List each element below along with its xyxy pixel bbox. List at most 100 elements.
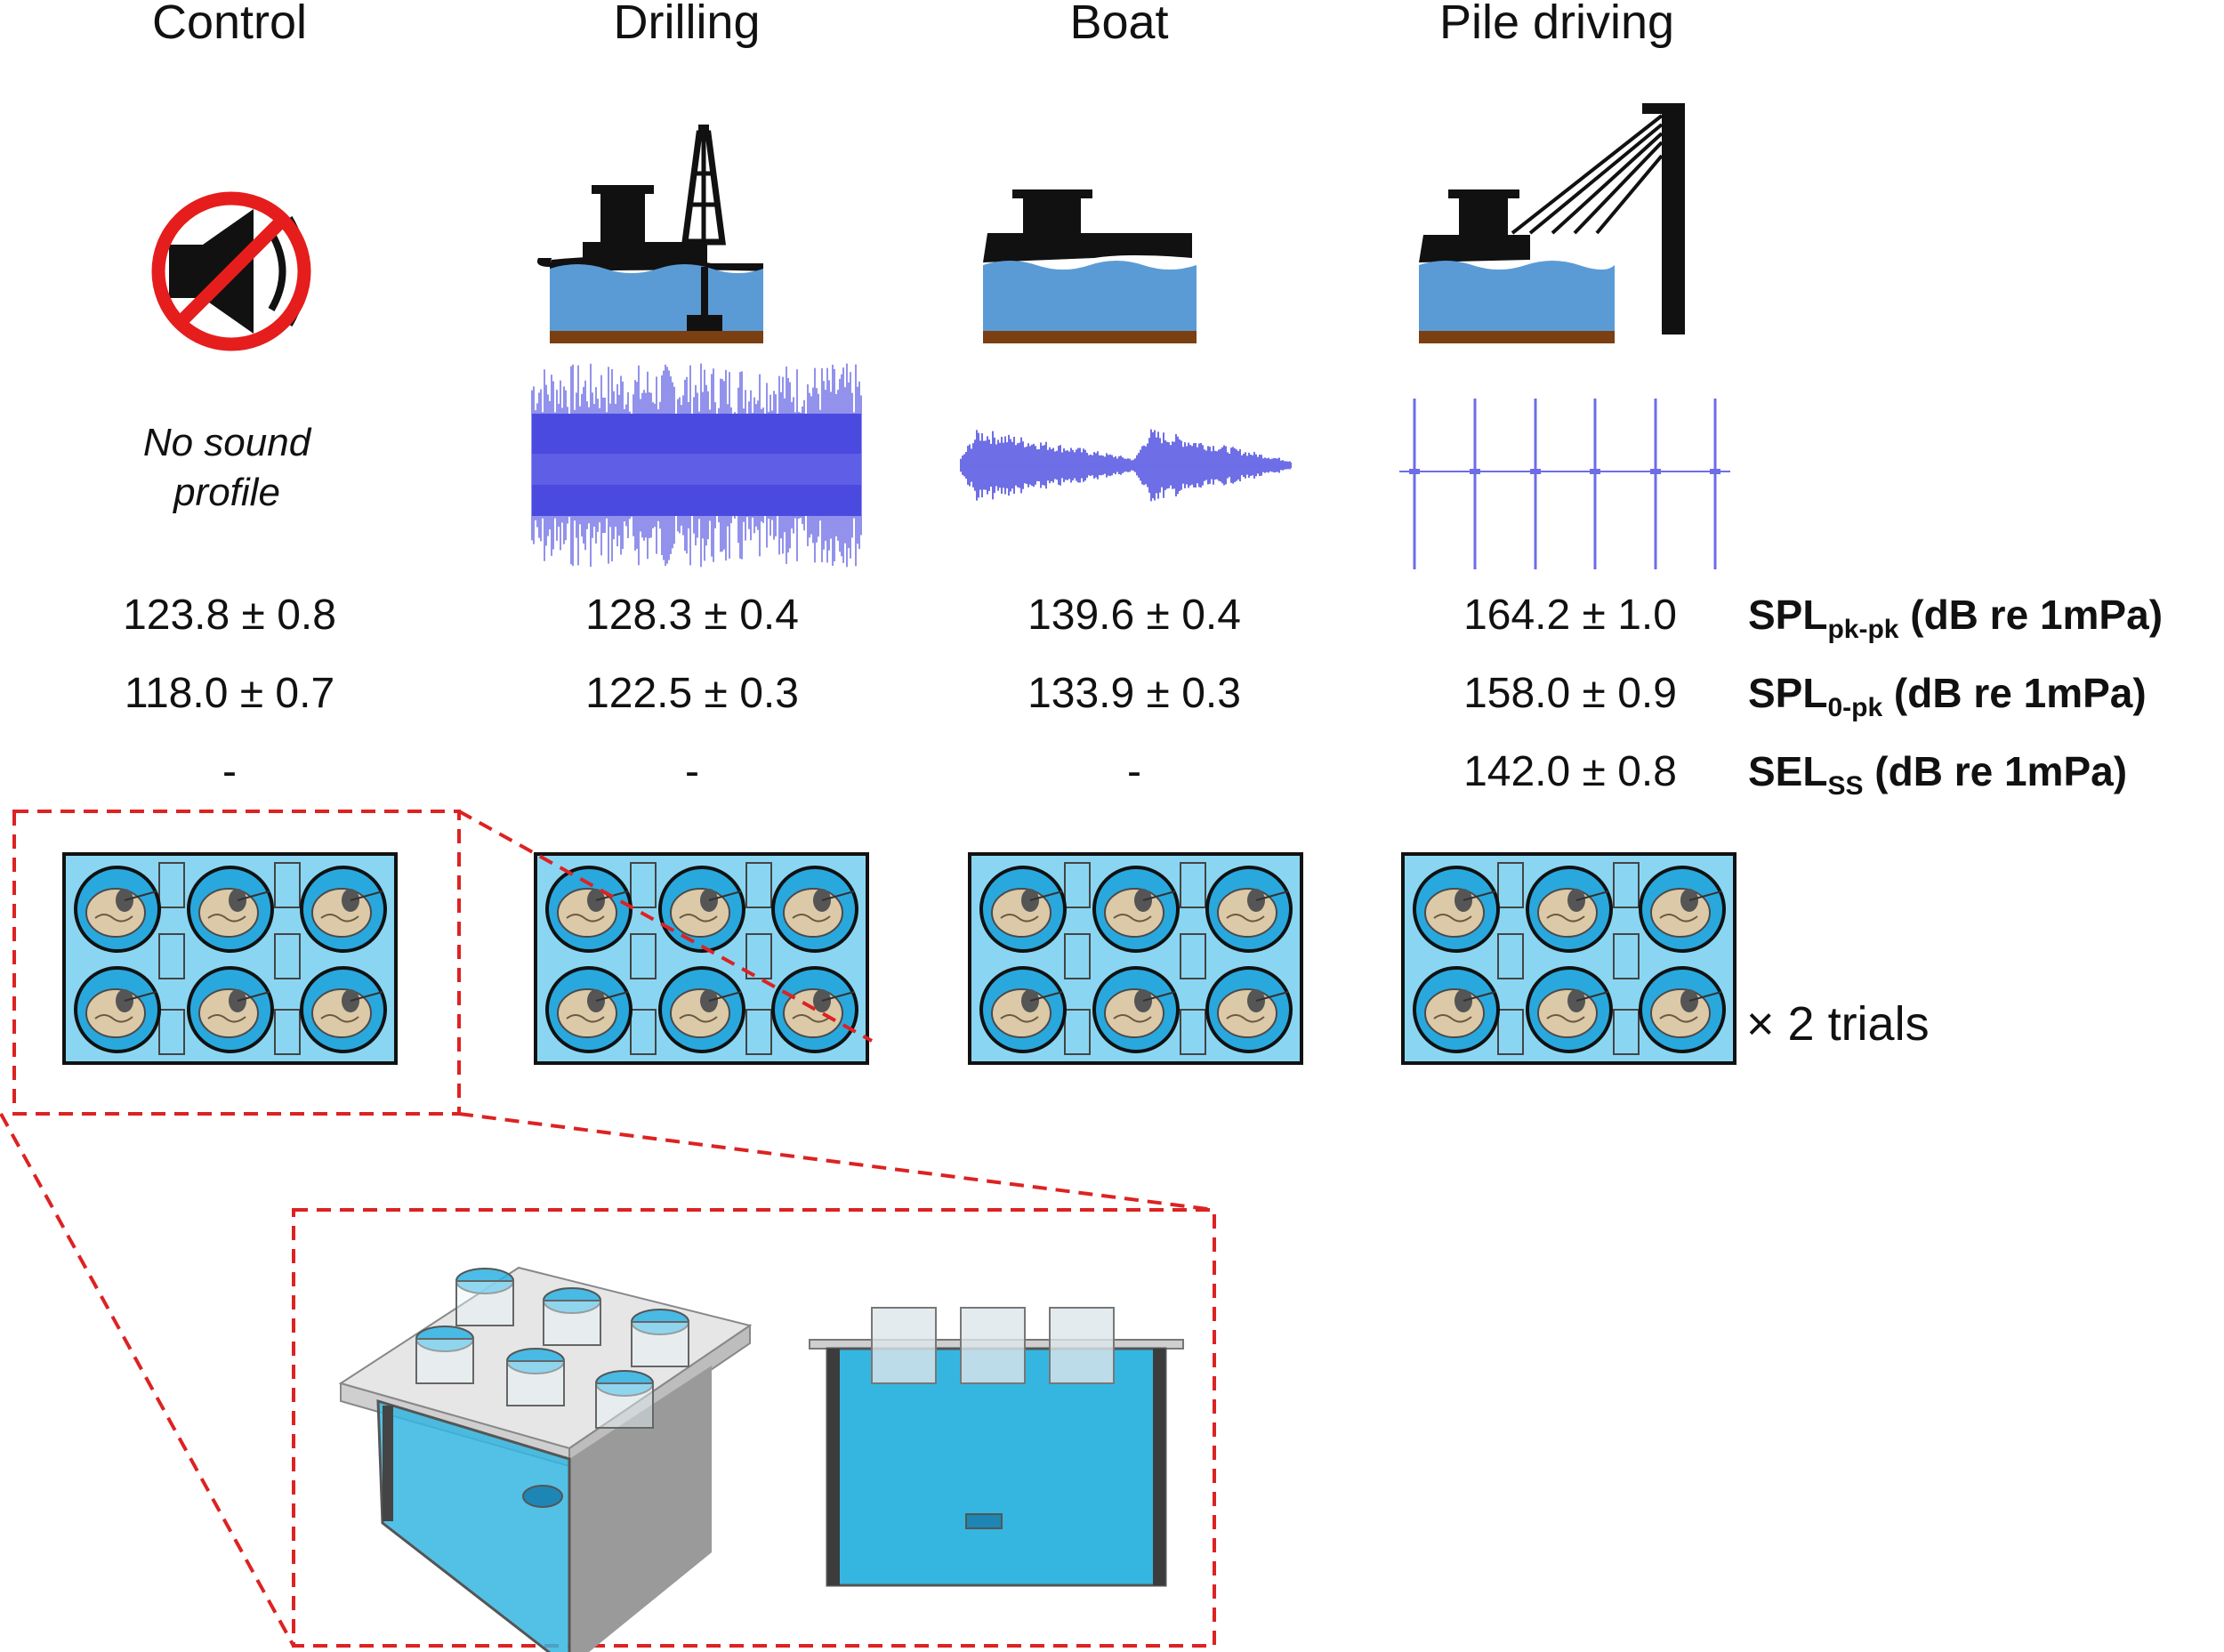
oyster-ridge — [1000, 914, 1039, 923]
zoom-callout — [0, 810, 1216, 1648]
value-drilling-spl-pkpk: 128.3 ± 0.4 — [585, 592, 799, 639]
oyster-ridge — [1659, 1014, 1698, 1023]
oyster-shell — [85, 888, 146, 938]
sensor-wire — [1029, 890, 1063, 901]
value-boat-spl-pkpk: 139.6 ± 0.4 — [1027, 592, 1241, 639]
sensor-wire — [350, 991, 383, 1002]
sensor-wire — [237, 890, 270, 901]
plate-slot — [274, 862, 301, 908]
boat-waveform — [960, 429, 1292, 502]
oyster-ridge — [1433, 1014, 1472, 1023]
title-drilling: Drilling — [613, 0, 761, 49]
sensor-wire — [1463, 890, 1496, 901]
oyster-ridge — [320, 1014, 359, 1023]
oyster-ridge — [1659, 914, 1698, 923]
oyster-shell — [783, 888, 843, 938]
oyster-ridge — [207, 914, 246, 923]
sensor-wire — [1688, 890, 1722, 901]
title-pile-driving: Pile driving — [1438, 0, 1675, 49]
oyster-ridge — [1226, 1014, 1265, 1023]
sensor-wire — [1575, 890, 1609, 901]
oyster-ridge — [792, 1014, 831, 1023]
value-pile-spl-0pk: 158.0 ± 0.9 — [1463, 670, 1677, 717]
title-control: Control — [151, 0, 308, 49]
plate-slot — [158, 1009, 185, 1055]
value-drilling-spl-0pk: 122.5 ± 0.3 — [585, 670, 799, 717]
tank-3d-isometric — [338, 1266, 753, 1652]
sensor-wire — [1255, 890, 1289, 901]
sensor-wire — [1029, 991, 1063, 1002]
sensor-wire — [1142, 991, 1176, 1002]
oyster-shell — [1650, 988, 1711, 1038]
oyster-shell — [991, 988, 1052, 1038]
no-sound-line2: profile — [173, 471, 280, 514]
sensor-wire — [1463, 991, 1496, 1002]
drilling-rig-icon — [536, 125, 763, 343]
oyster-shell — [1104, 988, 1164, 1038]
value-pile-sel-ss: 142.0 ± 0.8 — [1463, 748, 1677, 795]
oyster-shell — [1424, 988, 1485, 1038]
sensor-wire — [1142, 890, 1176, 901]
oyster-ridge — [1433, 914, 1472, 923]
oyster-ridge — [207, 1014, 246, 1023]
plate-slot — [745, 933, 772, 979]
no-sound-line1: No sound — [142, 421, 311, 464]
oyster-shell — [1217, 988, 1277, 1038]
oyster-shell — [85, 988, 146, 1038]
value-control-sel-ss: - — [222, 748, 237, 795]
sensor-wire — [821, 991, 855, 1002]
oyster-shell — [670, 888, 730, 938]
value-boat-spl-0pk: 133.9 ± 0.3 — [1027, 670, 1241, 717]
sensor-wire — [595, 991, 629, 1002]
plate-slot — [1613, 862, 1640, 908]
oyster-shell — [1537, 888, 1598, 938]
sensor-wire — [124, 890, 157, 901]
label-spl-0pk: SPL0-pk (dB re 1mPa) — [1748, 670, 2147, 722]
oyster-ridge — [1113, 1014, 1152, 1023]
oyster-shell — [198, 988, 259, 1038]
plate-slot — [274, 1009, 301, 1055]
sensor-wire — [124, 991, 157, 1002]
sensor-wire — [708, 890, 742, 901]
oyster-shell — [1424, 888, 1485, 938]
sensor-wire — [237, 991, 270, 1002]
oyster-shell — [311, 888, 372, 938]
muted-speaker-icon — [151, 191, 311, 351]
plate-slot — [630, 862, 657, 908]
plate-slot — [630, 1009, 657, 1055]
plate-slot — [158, 933, 185, 979]
value-boat-sel-ss: - — [1127, 748, 1141, 795]
sensor-wire — [821, 890, 855, 901]
oyster-ridge — [792, 914, 831, 923]
plate-slot — [158, 862, 185, 908]
sensor-wire — [708, 991, 742, 1002]
oyster-shell — [991, 888, 1052, 938]
plate-slot — [1064, 1009, 1091, 1055]
plate-slot — [1064, 862, 1091, 908]
value-pile-spl-pkpk: 164.2 ± 1.0 — [1463, 592, 1677, 639]
oyster-shell — [557, 988, 617, 1038]
plate-slot — [745, 1009, 772, 1055]
oyster-shell — [1217, 888, 1277, 938]
oyster-ridge — [566, 1014, 605, 1023]
no-sound-profile-text: No sound profile — [93, 418, 360, 518]
pile-driving-waveform — [1399, 399, 1730, 569]
sensor-wire — [1255, 991, 1289, 1002]
plate-slot — [1180, 1009, 1206, 1055]
oyster-ridge — [1546, 914, 1585, 923]
oyster-ridge — [679, 1014, 718, 1023]
oyster-shell — [1650, 888, 1711, 938]
oyster-ridge — [1226, 914, 1265, 923]
label-sel-ss: SELSS (dB re 1mPa) — [1748, 748, 2128, 801]
sensor-wire — [1575, 991, 1609, 1002]
plate-slot — [1497, 1009, 1524, 1055]
value-control-spl-pkpk: 123.8 ± 0.8 — [123, 592, 336, 639]
label-spl-pkpk: SPLpk-pk (dB re 1mPa) — [1748, 592, 2164, 644]
plate-slot — [745, 862, 772, 908]
oyster-ridge — [94, 1014, 133, 1023]
title-boat: Boat — [1069, 0, 1169, 49]
plate-slot — [1613, 933, 1640, 979]
oyster-shell — [670, 988, 730, 1038]
waveform-spikes — [531, 363, 862, 568]
